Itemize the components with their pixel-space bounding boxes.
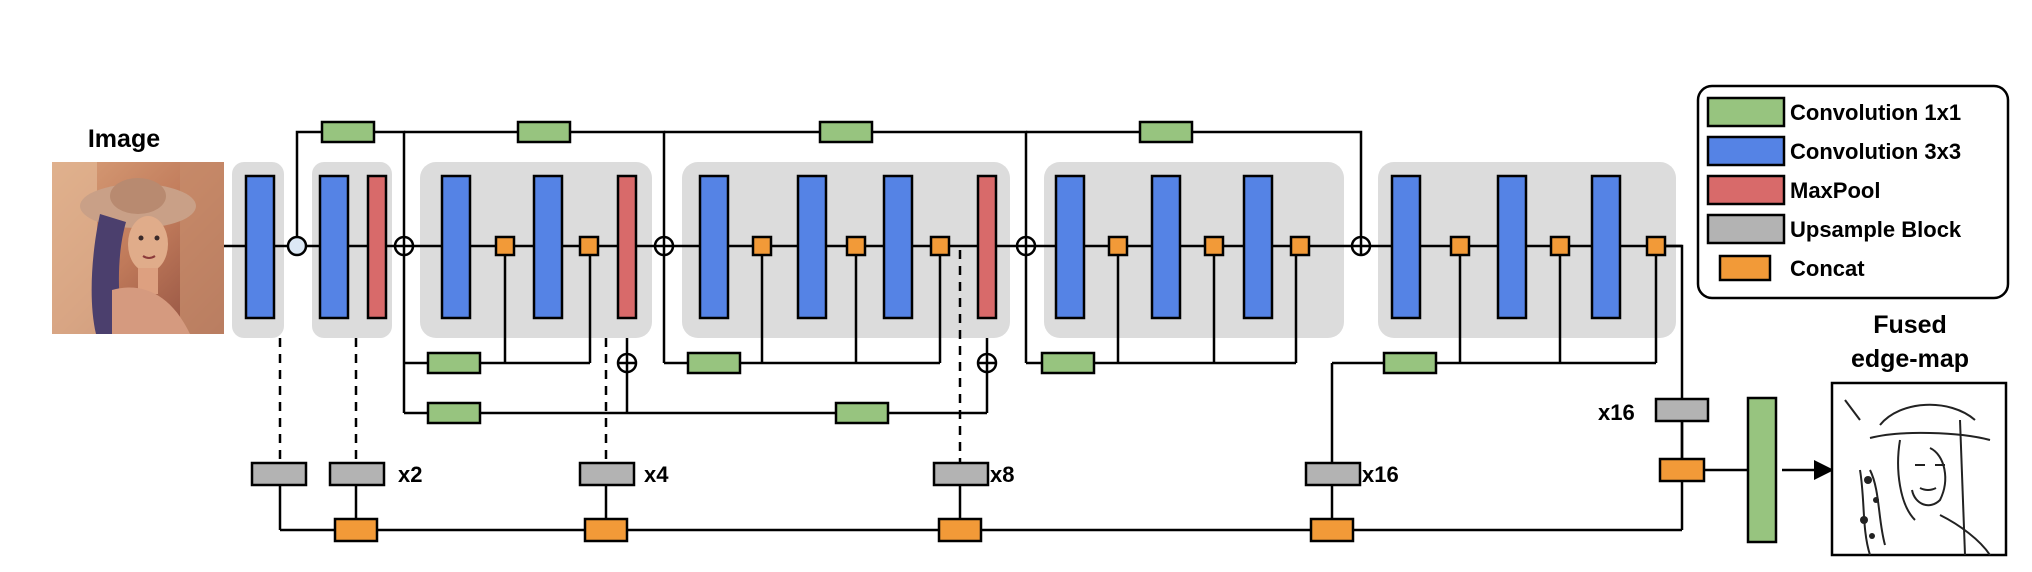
sum-node bbox=[653, 235, 675, 257]
upsample-label-x16: x16 bbox=[1362, 462, 1399, 487]
legend-label-maxpool: MaxPool bbox=[1790, 178, 1880, 203]
concat bbox=[1449, 235, 1471, 257]
conv3x3 bbox=[1054, 174, 1086, 320]
conv1x1 bbox=[320, 120, 376, 144]
concat bbox=[1645, 235, 1667, 257]
dashed-connectors bbox=[278, 250, 962, 462]
legend-item-conv1x1: Convolution 1x1 bbox=[1706, 96, 1961, 128]
concat bbox=[1309, 517, 1355, 543]
concat bbox=[845, 235, 867, 257]
conv3x3 bbox=[1496, 174, 1528, 320]
conv3x3 bbox=[318, 174, 350, 320]
top-skip-4 bbox=[1026, 130, 1363, 246]
maxpool bbox=[616, 174, 638, 320]
upsample-label-x4: x4 bbox=[644, 462, 669, 487]
concat bbox=[583, 517, 629, 543]
output-title-line1: Fused bbox=[1873, 311, 1947, 339]
conv1x1 bbox=[818, 120, 874, 144]
conv3x3 bbox=[1150, 174, 1182, 320]
concat bbox=[333, 517, 379, 543]
conv1x1 bbox=[1040, 351, 1096, 375]
concat bbox=[929, 235, 951, 257]
legend-item-upsample: Upsample Block bbox=[1706, 213, 1962, 245]
conv3x3 bbox=[698, 174, 730, 320]
legend-item-concat: Concat bbox=[1718, 254, 1865, 282]
output-edge-map bbox=[1830, 381, 2008, 557]
legend-swatch-maxpool bbox=[1706, 174, 1786, 206]
legend-item-maxpool: MaxPool bbox=[1706, 174, 1880, 206]
concat bbox=[578, 235, 600, 257]
upsample bbox=[250, 461, 308, 487]
concat-final bbox=[1658, 457, 1706, 483]
conv1x1 bbox=[426, 401, 482, 425]
legend-swatch-conv3x3 bbox=[1706, 135, 1786, 167]
conv3x3 bbox=[1242, 174, 1274, 320]
concat bbox=[494, 235, 516, 257]
conv1x1 bbox=[1138, 120, 1194, 144]
upsample bbox=[328, 461, 386, 487]
sum-node bbox=[976, 352, 998, 374]
fusion-conv1x1 bbox=[1746, 396, 1778, 544]
legend-label-conv3x3: Convolution 3x3 bbox=[1790, 139, 1961, 164]
concat bbox=[1107, 235, 1129, 257]
legend-swatch-conv1x1 bbox=[1706, 96, 1786, 128]
concat bbox=[1549, 235, 1571, 257]
upsample-label-x8: x8 bbox=[990, 462, 1014, 487]
upsample-label-x2: x2 bbox=[398, 462, 422, 487]
input-image-title: Image bbox=[88, 125, 160, 153]
conv3x3 bbox=[796, 174, 828, 320]
legend-swatch-upsample bbox=[1706, 213, 1786, 245]
maxpool bbox=[366, 174, 388, 320]
maxpool-blocks bbox=[366, 174, 998, 320]
maxpool bbox=[976, 174, 998, 320]
upsample bbox=[1304, 461, 1362, 487]
legend-swatch-concat bbox=[1718, 254, 1772, 282]
split-node bbox=[286, 235, 308, 257]
legend-label-conv1x1: Convolution 1x1 bbox=[1790, 100, 1961, 125]
conv3x3 bbox=[532, 174, 564, 320]
merge-nodes bbox=[286, 235, 1372, 374]
legend-label-concat: Concat bbox=[1790, 256, 1865, 281]
conv3x3 bbox=[1590, 174, 1622, 320]
upsample bbox=[1654, 397, 1710, 423]
conv1x1 bbox=[686, 351, 742, 375]
upsample bbox=[932, 461, 990, 487]
upsample bbox=[578, 461, 636, 487]
concat bbox=[1203, 235, 1225, 257]
upsample-label-x16-right: x16 bbox=[1598, 400, 1635, 425]
legend: Convolution 1x1 Convolution 3x3 MaxPool … bbox=[1696, 84, 2010, 300]
conv3x3-blocks bbox=[244, 174, 1622, 320]
sum-node bbox=[1350, 235, 1372, 257]
sum-node bbox=[616, 352, 638, 374]
input-image bbox=[52, 162, 224, 334]
output-title-line2: edge-map bbox=[1851, 345, 1969, 373]
conv3x3 bbox=[440, 174, 472, 320]
upsample-labels: x2 x4 x8 x16 x16 bbox=[398, 400, 1635, 487]
concat bbox=[937, 517, 983, 543]
concat bbox=[1289, 235, 1311, 257]
sum-node bbox=[393, 235, 415, 257]
upsample-blocks bbox=[250, 397, 1710, 487]
sum-node bbox=[1015, 235, 1037, 257]
concat bbox=[751, 235, 773, 257]
conv1x1 bbox=[426, 351, 482, 375]
conv1x1 bbox=[1382, 351, 1438, 375]
conv1x1-blocks bbox=[320, 120, 1778, 544]
conv3x3 bbox=[882, 174, 914, 320]
conv3x3 bbox=[1390, 174, 1422, 320]
concat-blocks bbox=[333, 235, 1706, 543]
conv1x1 bbox=[834, 401, 890, 425]
conv1x1 bbox=[516, 120, 572, 144]
conv3x3 bbox=[244, 174, 276, 320]
legend-item-conv3x3: Convolution 3x3 bbox=[1706, 135, 1961, 167]
legend-label-upsample: Upsample Block bbox=[1790, 217, 1962, 242]
